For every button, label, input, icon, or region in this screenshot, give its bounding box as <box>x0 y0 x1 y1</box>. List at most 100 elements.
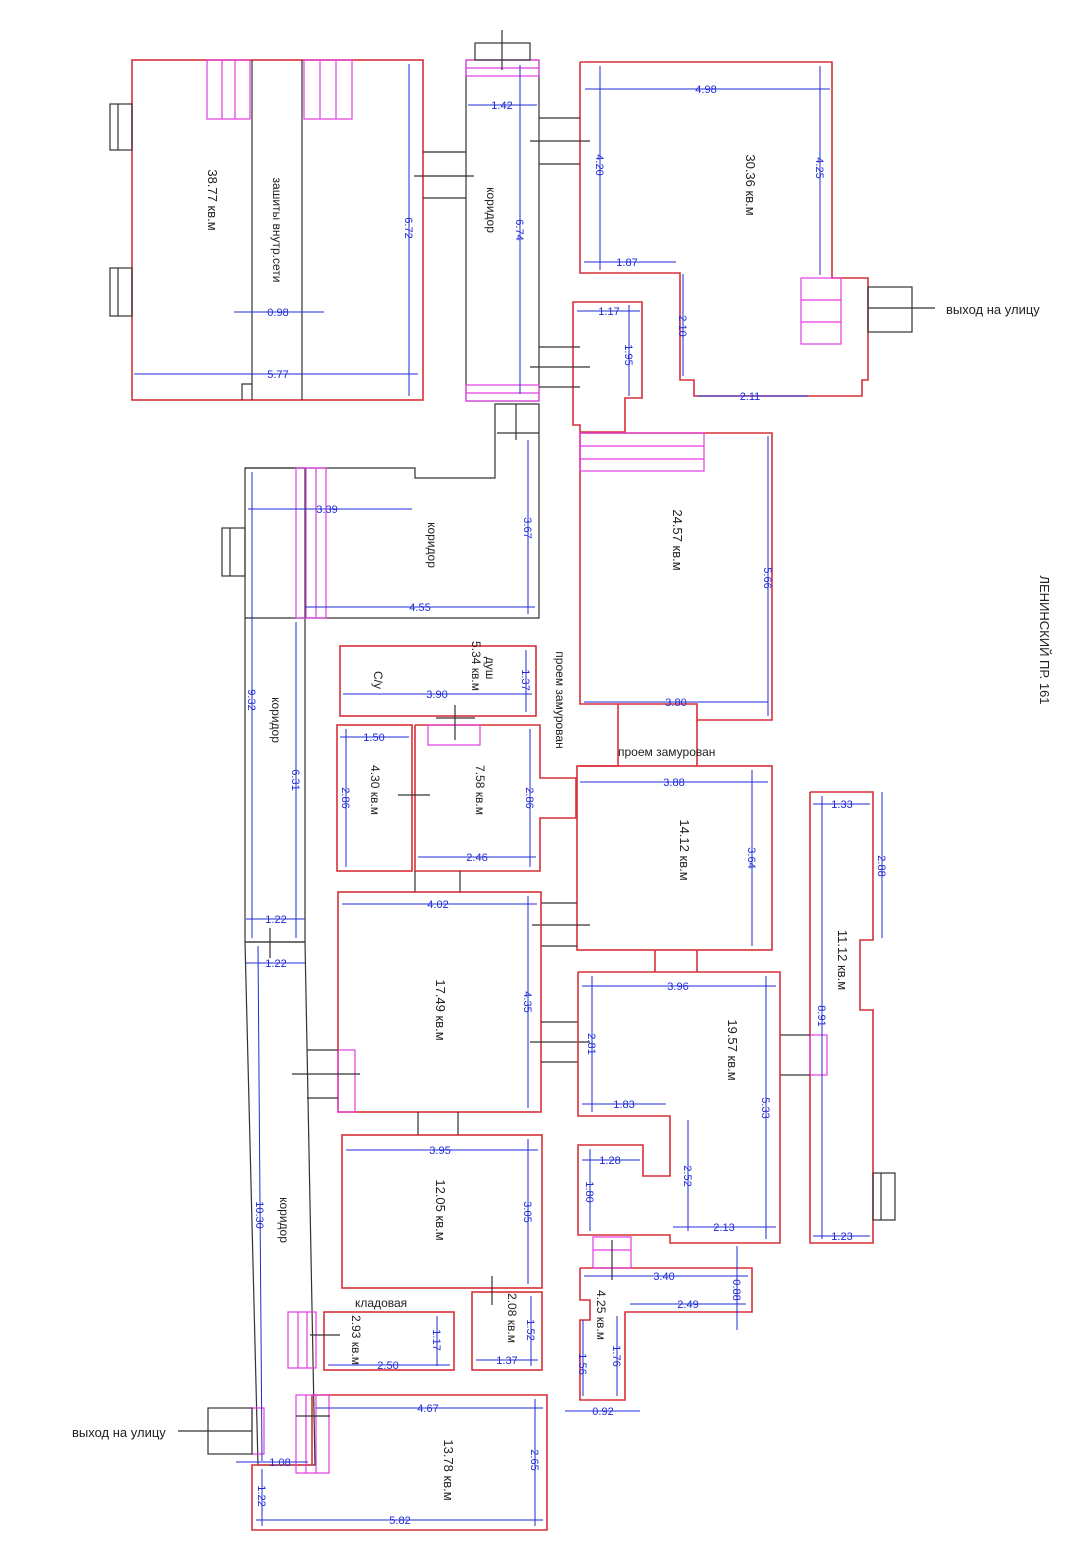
room-30-36: 30.36 кв.м выход на улицу <box>530 61 1040 397</box>
dim-3-90: 3.90 <box>426 689 447 701</box>
dim-1-22-b: 1.22 <box>265 958 286 970</box>
dimension-lines <box>134 64 883 1526</box>
room-11-12: 11.12 кв.м <box>780 791 896 1244</box>
room-7-58-label: 7.58 кв.м <box>473 765 487 815</box>
storeroom-label: кладовая <box>355 1296 407 1310</box>
room-17-49-label: 17.49 кв.м <box>433 979 448 1040</box>
dim-2-88: 2.88 <box>875 855 887 876</box>
room-2-93-label: 2.93 кв.м <box>349 1315 363 1365</box>
room-12-05: 12.05 кв.м <box>341 1134 543 1289</box>
wc-label: С/у <box>371 671 385 689</box>
dim-1-56: 1.56 <box>576 1353 588 1374</box>
dim-4-98: 4.98 <box>695 84 716 96</box>
room-14-12-label: 14.12 кв.м <box>677 819 692 880</box>
dim-1-33: 1.33 <box>831 799 852 811</box>
dim-1-76: 1.76 <box>610 1345 622 1366</box>
dim-1-17-b: 1.17 <box>430 1329 442 1350</box>
dim-1-22-c: 1.22 <box>255 1485 267 1506</box>
corridor-left-label: коридор <box>269 697 283 743</box>
corridor-bottom: коридор <box>244 928 316 1466</box>
dim-5-33: 5.33 <box>759 1097 771 1118</box>
dim-1-87: 1.87 <box>616 257 637 269</box>
dim-2-10: 2.10 <box>676 315 688 336</box>
dim-2-49: 2.49 <box>677 1299 698 1311</box>
bricked-opening-2: проем замурован <box>618 745 715 759</box>
dim-1-50: 1.50 <box>363 732 384 744</box>
room-2-08-label: 2.08 кв.м <box>505 1293 519 1343</box>
dim-4-67: 4.67 <box>417 1403 438 1415</box>
dim-4-25: 4.25 <box>813 157 825 178</box>
dim-5-66: 5.66 <box>761 567 773 588</box>
room-4-30-label: 4.30 кв.м <box>368 765 382 815</box>
dim-3-67: 3.67 <box>521 517 533 538</box>
dim-4-35: 4.35 <box>521 991 533 1012</box>
dim-1-83: 1.83 <box>613 1099 634 1111</box>
dim-5-77: 5.77 <box>267 369 288 381</box>
dim-9-32: 9.32 <box>245 689 257 710</box>
dim-3-88: 3.88 <box>663 777 684 789</box>
dim-2-11: 2.11 <box>740 391 761 403</box>
corridor-top: коридор <box>465 30 540 402</box>
corridor-mid-label: коридор <box>425 522 439 568</box>
room-13-78: выход на улицу 13.78 кв.м <box>72 1394 548 1531</box>
dim-2-46: 2.46 <box>466 852 487 864</box>
room-7-58: 7.58 кв.м <box>398 705 577 893</box>
corridor-mid: коридор <box>245 403 540 619</box>
exit-left-label: выход на улицу <box>72 1425 166 1440</box>
dim-3-80: 3.80 <box>665 697 686 709</box>
dim-2-86-b: 2.86 <box>523 787 535 808</box>
room-24-57-label: 24.57 кв.м <box>670 509 685 570</box>
dim-6-72: 6.72 <box>402 217 414 238</box>
room-2-08: 2.08 кв.м <box>471 1276 543 1371</box>
room-14-12: проем замурован 14.12 кв.м <box>532 745 773 951</box>
protection-label: зашиты внутр.сети <box>270 178 284 283</box>
dim-1-17: 1.17 <box>598 306 619 318</box>
passage-small <box>572 301 643 433</box>
room-17-49: 17.49 кв.м <box>292 891 590 1135</box>
dim-3-64: 3.64 <box>745 847 757 868</box>
dim-3-39: 3.39 <box>316 504 337 516</box>
dim-2-86-a: 2.86 <box>339 787 351 808</box>
address-label: ЛЕНИНСКИЙ ПР. 161 <box>1037 575 1052 704</box>
dim-8-91: 8.91 <box>815 1005 827 1026</box>
dim-0-92: 0.92 <box>592 1406 613 1418</box>
dim-4-02: 4.02 <box>427 899 448 911</box>
dim-3-95: 3.95 <box>429 1145 450 1157</box>
dim-0-98: 0.98 <box>267 307 288 319</box>
dim-1-08: 1.08 <box>269 1457 290 1469</box>
corridor-left: коридор <box>221 467 327 943</box>
room-24-57: 24.57 кв.м <box>579 432 773 721</box>
bricked-opening-1: проем замурован <box>553 651 567 748</box>
dim-6-74: 6.74 <box>513 219 525 240</box>
exit-right-label: выход на улицу <box>946 302 1040 317</box>
room-2-93: кладовая 2.93 кв.м <box>287 1296 455 1371</box>
room-30-36-label: 30.36 кв.м <box>743 154 758 215</box>
dim-3-96: 3.96 <box>667 981 688 993</box>
dim-1-37-a: 1.37 <box>519 669 531 690</box>
room-38-77: 38.77 кв.м зашиты внутр.сети <box>109 59 474 401</box>
room-5-34-label: 5.34 кв.м <box>469 641 483 691</box>
room-13-78-label: 13.78 кв.м <box>441 1439 456 1500</box>
dim-1-80: 1.80 <box>583 1181 595 1202</box>
dim-2-50: 2.50 <box>377 1360 398 1372</box>
dim-2-81: 2.81 <box>585 1033 597 1054</box>
dim-1-52: 1.52 <box>524 1319 536 1340</box>
room-12-05-label: 12.05 кв.м <box>433 1179 448 1240</box>
room-4-25: 4.25 кв.м <box>579 1236 753 1401</box>
dim-0-88: 0.88 <box>730 1279 742 1300</box>
room-5-34: С/у 5.34 кв.м душ <box>339 641 537 717</box>
dim-2-65: 2.65 <box>528 1449 540 1470</box>
dim-1-95: 1.95 <box>622 344 634 365</box>
corridor-bottom-label: коридор <box>277 1197 291 1243</box>
shower-label: душ <box>483 657 497 680</box>
room-4-25-label: 4.25 кв.м <box>594 1290 608 1340</box>
dim-5-82: 5.82 <box>389 1515 410 1527</box>
room-19-57: 19.57 кв.м <box>577 971 781 1244</box>
dim-2-13: 2.13 <box>713 1222 734 1234</box>
room-11-12-label: 11.12 кв.м <box>835 930 850 990</box>
room-4-30: 4.30 кв.м <box>336 724 413 872</box>
dim-1-28: 1.28 <box>599 1155 620 1167</box>
dim-4-55: 4.55 <box>409 602 430 614</box>
dim-3-05: 3.05 <box>521 1201 533 1222</box>
dimension-labels: 5.77 6.72 0.98 1.42 6.74 4.98 4.20 4.25 … <box>245 84 887 1527</box>
